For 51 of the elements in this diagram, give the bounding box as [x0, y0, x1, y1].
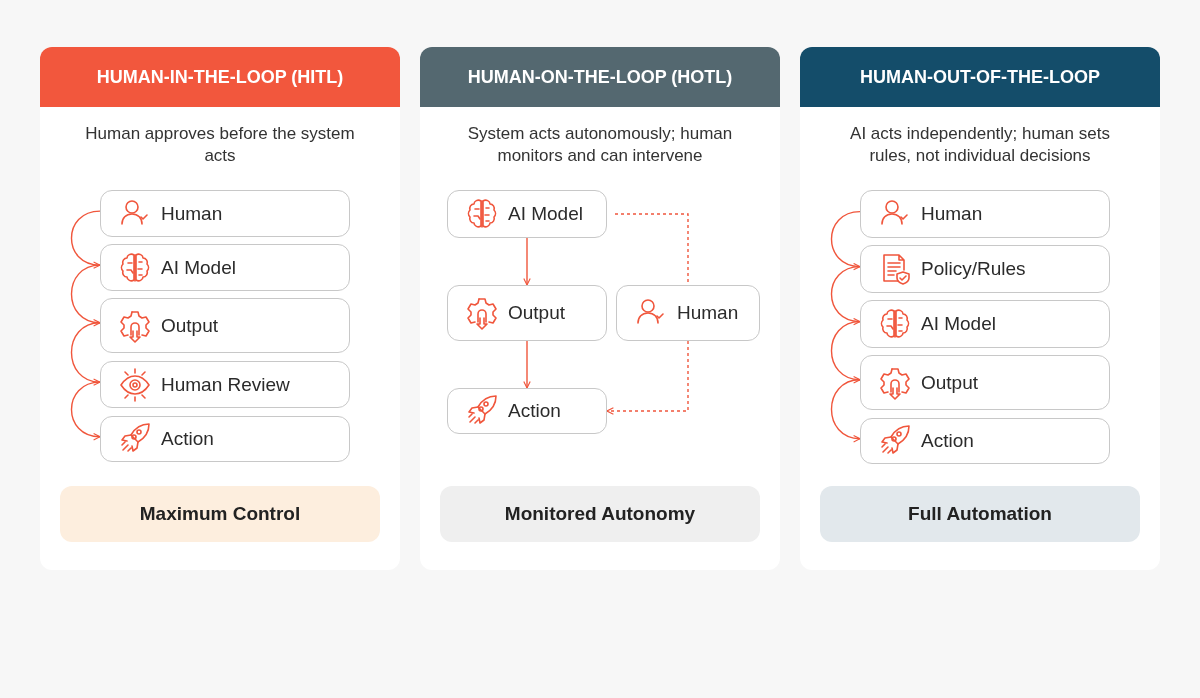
step-label: Action	[508, 400, 561, 422]
step-label: Output	[921, 371, 979, 394]
step-box	[860, 190, 1110, 238]
curved-arrow	[830, 320, 861, 383]
curved-arrow	[70, 264, 101, 326]
mode-card	[420, 47, 780, 570]
step-label: Human	[161, 202, 223, 225]
step-box	[100, 298, 350, 353]
step-label: Policy/Rules	[921, 258, 1026, 280]
mode-card	[800, 47, 1160, 570]
card-title: HUMAN-OUT-OF-THE-LOOP	[800, 47, 1160, 107]
curved-arrow	[830, 210, 861, 270]
description-text: System acts autonomously; human monitors and can intervene	[466, 123, 734, 167]
summary-bar: Maximum Control	[60, 486, 380, 542]
step-box	[447, 190, 607, 238]
step-label: Human	[921, 203, 983, 225]
step-label: Human Review	[161, 373, 290, 396]
card-title: HUMAN-ON-THE-LOOP (HOTL)	[420, 47, 780, 107]
step-label: Human	[677, 302, 739, 324]
card-title: HUMAN-IN-THE-LOOP (HITL)	[40, 47, 400, 107]
arrow	[523, 340, 531, 389]
step-label: Output	[161, 314, 219, 337]
curved-arrow	[70, 322, 101, 386]
step-box	[860, 355, 1110, 410]
curved-arrow	[70, 381, 101, 440]
step-box	[447, 285, 607, 341]
summary-bar: Full Automation	[820, 486, 1140, 542]
step-label: Action	[921, 430, 974, 452]
step-label: Action	[161, 428, 214, 450]
curved-arrow	[830, 265, 861, 325]
step-box	[100, 361, 350, 408]
description-text: Human approves before the system acts	[84, 123, 356, 167]
step-box	[860, 418, 1110, 464]
step-box	[100, 416, 350, 462]
description-text: AI acts independently; human sets rules, not individual decisions	[849, 123, 1111, 167]
step-box	[860, 300, 1110, 348]
dashed-arrow	[606, 340, 689, 415]
step-box	[100, 244, 350, 291]
step-box	[860, 245, 1110, 293]
curved-arrow	[830, 379, 861, 442]
curved-arrow	[70, 210, 101, 269]
step-label: AI Model	[161, 256, 236, 279]
step-box	[616, 285, 760, 341]
step-label: Output	[508, 302, 566, 324]
step-label: AI Model	[921, 313, 996, 335]
step-label: AI Model	[508, 203, 583, 225]
arrow	[523, 237, 531, 286]
step-box	[100, 190, 350, 237]
mode-card	[40, 47, 400, 570]
summary-bar: Monitored Autonomy	[440, 486, 760, 542]
step-box	[447, 388, 607, 434]
